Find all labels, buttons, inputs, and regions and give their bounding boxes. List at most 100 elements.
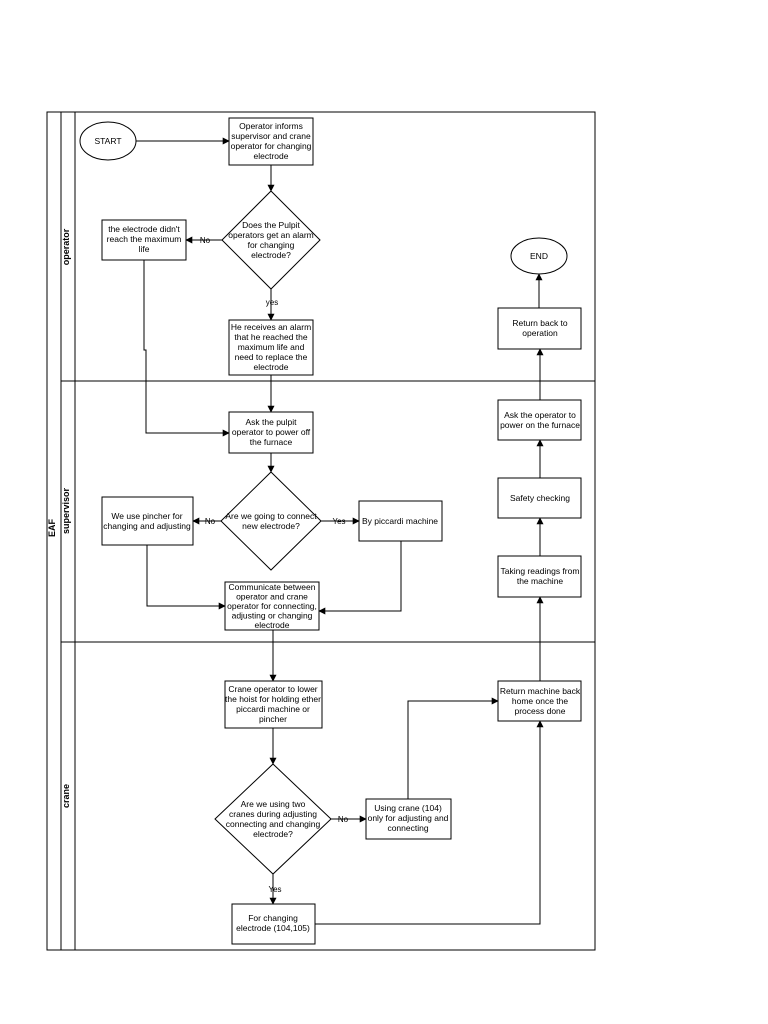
end-node (510, 237, 568, 275)
node-label-line: piccardi machine or (236, 704, 310, 714)
connect-decision (220, 471, 322, 571)
start-node (79, 121, 137, 161)
alarm-decision (221, 190, 321, 290)
node-label-line: supervisor and crane (231, 131, 311, 141)
edge-changing-returnmachine (315, 720, 544, 925)
node-label-line: home once the (512, 696, 569, 706)
communicate-node (224, 581, 320, 631)
pool-label: EAF (47, 518, 57, 537)
node-label-line: We use pincher for (111, 511, 182, 521)
edge-label-connect-no: No (205, 517, 216, 526)
node-label-line: the furnace (250, 437, 293, 447)
node-label-line: operator for changing (231, 141, 312, 151)
edges (136, 137, 544, 925)
node-label-line: power on the furnace (500, 420, 580, 430)
node-label-line: operation (522, 328, 558, 338)
edge-nomax-poweroff (143, 260, 230, 437)
node-label-line: maximum life and (238, 342, 305, 352)
node-label-line: Safety checking (510, 493, 570, 503)
node-label-line: adjusting or changing (232, 611, 313, 621)
node-label-line: END (530, 251, 548, 261)
node-label-line: Ask the pulpit (245, 417, 297, 427)
node-label-line: the hoist for holding ether (225, 694, 321, 704)
return-op-node (497, 307, 582, 350)
node-label-line: life (139, 244, 150, 254)
node-label-line: Ask the operator to (504, 410, 576, 420)
inform-node (228, 117, 314, 166)
node-label-line: changing and adjusting (103, 521, 191, 531)
node-label-line: electrode (254, 362, 289, 372)
node-label-line: connecting (387, 823, 428, 833)
node-label-line: Crane operator to lower (228, 684, 317, 694)
node-label-line: operator for connecting, (227, 601, 317, 611)
received-node (228, 319, 314, 376)
no-max-node (101, 219, 187, 261)
node-label-line: electrode (254, 151, 289, 161)
node-label-line: electrode? (253, 829, 293, 839)
node-label-line: new electrode? (242, 521, 300, 531)
edge-piccardi-communicate (318, 541, 402, 615)
node-label-line: the electrode didn't (108, 224, 180, 234)
node-label: By piccardi machine (362, 516, 438, 526)
node-label-line: By piccardi machine (362, 516, 438, 526)
node-label-line: pincher (259, 714, 287, 724)
edge-label-connect-yes: Yes (332, 517, 345, 526)
node-label-line: process done (514, 706, 565, 716)
node-label-line: operator to power off (232, 427, 311, 437)
node-label-line: Are we using two (241, 799, 306, 809)
node-label-line: electrode (104,105) (236, 923, 310, 933)
node-label-line: Using crane (104) (374, 803, 442, 813)
pool-frame (46, 111, 596, 951)
lane-label-supervisor: supervisor (61, 487, 71, 534)
node-label-line: operators get an alarm (228, 230, 314, 240)
node-label-line: Return back to (512, 318, 568, 328)
node-label-line: the machine (517, 576, 564, 586)
pincher-node (101, 496, 194, 546)
node-label-line: connecting and changing (226, 819, 321, 829)
node-label: Safety checking (510, 493, 570, 503)
changing-node (231, 903, 316, 945)
return-machine-node (497, 680, 582, 722)
node-label-line: He receives an alarm (231, 322, 311, 332)
edge-crane104-returnmachine (407, 697, 499, 799)
edge-label-two-yes: Yes (268, 885, 281, 894)
crane104-node (365, 798, 452, 840)
power-on-node (497, 399, 582, 441)
node-label-line: cranes during adjusting (229, 809, 317, 819)
node-label-line: Are we going to connect (225, 511, 317, 521)
readings-node (497, 555, 582, 598)
node-label-line: operator and crane (236, 592, 308, 602)
node-label-line: electrode (255, 620, 290, 630)
power-off-node (228, 411, 314, 454)
node-label-line: only for adjusting and (368, 813, 449, 823)
node-label-line: Does the Pulpit (242, 220, 300, 230)
lane-label-operator: operator (61, 228, 71, 265)
safety-node (497, 477, 582, 519)
node-label-line: Operator informs (239, 121, 303, 131)
node-label-line: that he reached the (234, 332, 308, 342)
node-label-line: need to replace the (235, 352, 308, 362)
node-label: START (94, 136, 121, 146)
two-cranes-decision (214, 763, 332, 875)
edge-label-alarm-yes: yes (266, 298, 278, 307)
node-label-line: Taking readings from (501, 566, 580, 576)
node-label-line: START (94, 136, 121, 146)
lane-label-crane: crane (61, 784, 71, 808)
node-label: END (530, 251, 548, 261)
piccardi-node (358, 500, 443, 542)
node-label-line: reach the maximum (107, 234, 182, 244)
